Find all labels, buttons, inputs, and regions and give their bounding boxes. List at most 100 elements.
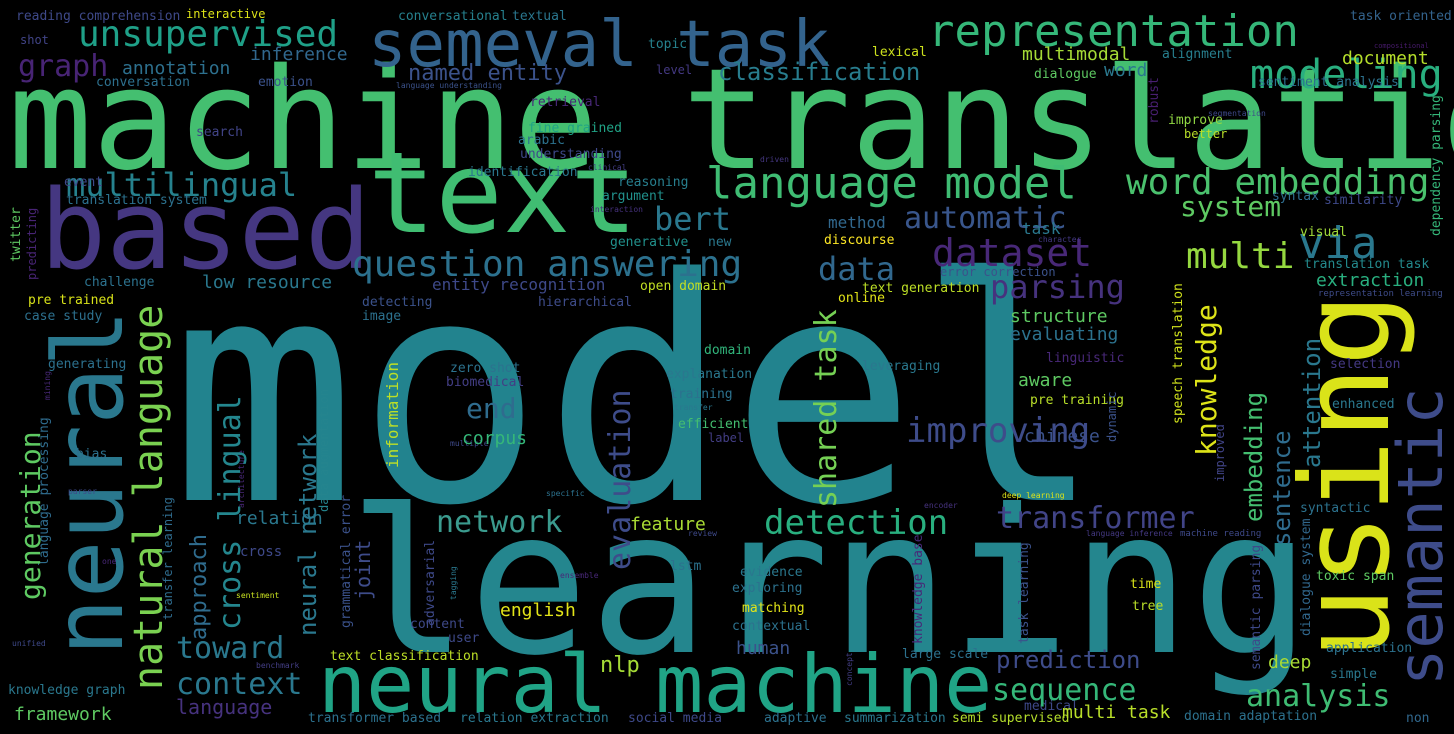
word: task oriented — [1350, 9, 1452, 24]
word: semantic — [1384, 387, 1454, 686]
word: bias — [76, 447, 107, 462]
word: time — [1130, 577, 1161, 592]
word: biomedical — [446, 375, 524, 390]
word: reading comprehension — [16, 9, 180, 24]
word: pre training — [1030, 393, 1124, 408]
word: improve — [1168, 113, 1223, 128]
word: benchmark — [256, 661, 300, 670]
word: system — [1180, 190, 1281, 223]
word: graph — [18, 49, 108, 84]
word: leveraging — [862, 359, 940, 374]
word: framework — [14, 704, 112, 725]
word: challenge — [84, 275, 155, 290]
word: task — [1022, 219, 1061, 238]
word: matching — [742, 601, 805, 616]
word: user — [448, 631, 479, 646]
word: multilingual — [66, 166, 297, 204]
word: twitter — [9, 207, 24, 262]
word: case study — [24, 309, 102, 324]
word: analysis — [1246, 679, 1391, 714]
word: cross lingual — [213, 395, 248, 630]
word: transformer based — [308, 711, 441, 726]
word: method — [828, 213, 886, 232]
word: open domain — [640, 279, 726, 294]
word: label — [708, 431, 744, 445]
word: evidence — [740, 565, 803, 580]
word: semantic parsing — [1249, 545, 1264, 670]
word: translation system — [66, 193, 207, 208]
word: training — [670, 387, 733, 402]
word: neural — [33, 309, 145, 656]
word: information — [383, 362, 402, 468]
word: level — [656, 63, 692, 77]
word: compositional — [1374, 42, 1429, 50]
word: contextual — [732, 619, 810, 634]
word: structure — [1010, 306, 1108, 327]
word: conversation — [96, 75, 190, 90]
word: search — [196, 125, 243, 140]
word: dependency parsing — [1429, 95, 1444, 236]
word: transformer — [996, 501, 1195, 536]
word: knowledge — [1190, 304, 1223, 456]
word: content — [410, 617, 465, 632]
word: task learning — [1017, 542, 1032, 644]
word: document — [1342, 48, 1429, 69]
word: lexical — [872, 45, 927, 60]
word: entity recognition — [432, 275, 605, 294]
word: concept — [845, 652, 854, 686]
word: text classification — [330, 649, 479, 664]
word: unsupervised — [78, 14, 338, 55]
word: attention — [1298, 338, 1326, 468]
word: large scale — [902, 647, 988, 662]
word: relation extraction — [460, 711, 609, 726]
word: language — [176, 695, 272, 719]
word: multi task — [1062, 702, 1171, 723]
word: language processing — [37, 417, 52, 566]
word: model — [170, 213, 1103, 574]
word: joint — [351, 540, 375, 600]
word: shared task — [809, 309, 844, 508]
word: dialogue system — [1299, 518, 1314, 636]
word: knowledge graph — [8, 683, 125, 698]
word: embedding — [1240, 392, 1268, 522]
word: mining — [43, 371, 52, 400]
word: improved — [1213, 424, 1227, 482]
word: retrieval — [530, 95, 600, 110]
word: social media — [628, 711, 722, 726]
word: deep — [1268, 652, 1311, 673]
word: visual — [1300, 225, 1347, 240]
word: domain adaptation — [1184, 709, 1317, 724]
word: event — [64, 175, 103, 190]
word: multiple — [450, 439, 489, 448]
word: sentence — [1268, 430, 1296, 546]
word: evaluating — [1010, 324, 1118, 345]
word: extraction — [1316, 270, 1424, 291]
word: automatic — [904, 201, 1067, 236]
word: improving — [906, 411, 1090, 451]
word: evaluation — [603, 389, 638, 570]
word: error correction — [940, 265, 1056, 279]
word: ensemble — [560, 571, 599, 580]
word: named entity — [408, 61, 567, 86]
word: interaction — [590, 205, 643, 214]
word: text generation — [862, 281, 979, 296]
word: corpus — [462, 428, 527, 449]
word: feature — [630, 514, 706, 535]
word: sequence — [992, 673, 1137, 708]
word: one — [102, 557, 117, 566]
word: application — [1326, 641, 1412, 656]
word: tagging — [449, 566, 458, 600]
word: generation — [14, 431, 47, 600]
word: transfer — [674, 403, 713, 412]
word: language understanding — [396, 81, 502, 90]
word: conversational — [398, 9, 508, 24]
word: image — [362, 309, 401, 324]
word: architecture — [237, 450, 246, 508]
word: annotation — [122, 58, 230, 79]
word: emotion — [258, 75, 313, 90]
word: understanding — [520, 147, 622, 162]
word: efficient — [678, 417, 748, 432]
word: chinese — [1024, 426, 1100, 447]
word: machine reading — [1180, 529, 1261, 539]
word: machine translation — [8, 39, 1454, 202]
